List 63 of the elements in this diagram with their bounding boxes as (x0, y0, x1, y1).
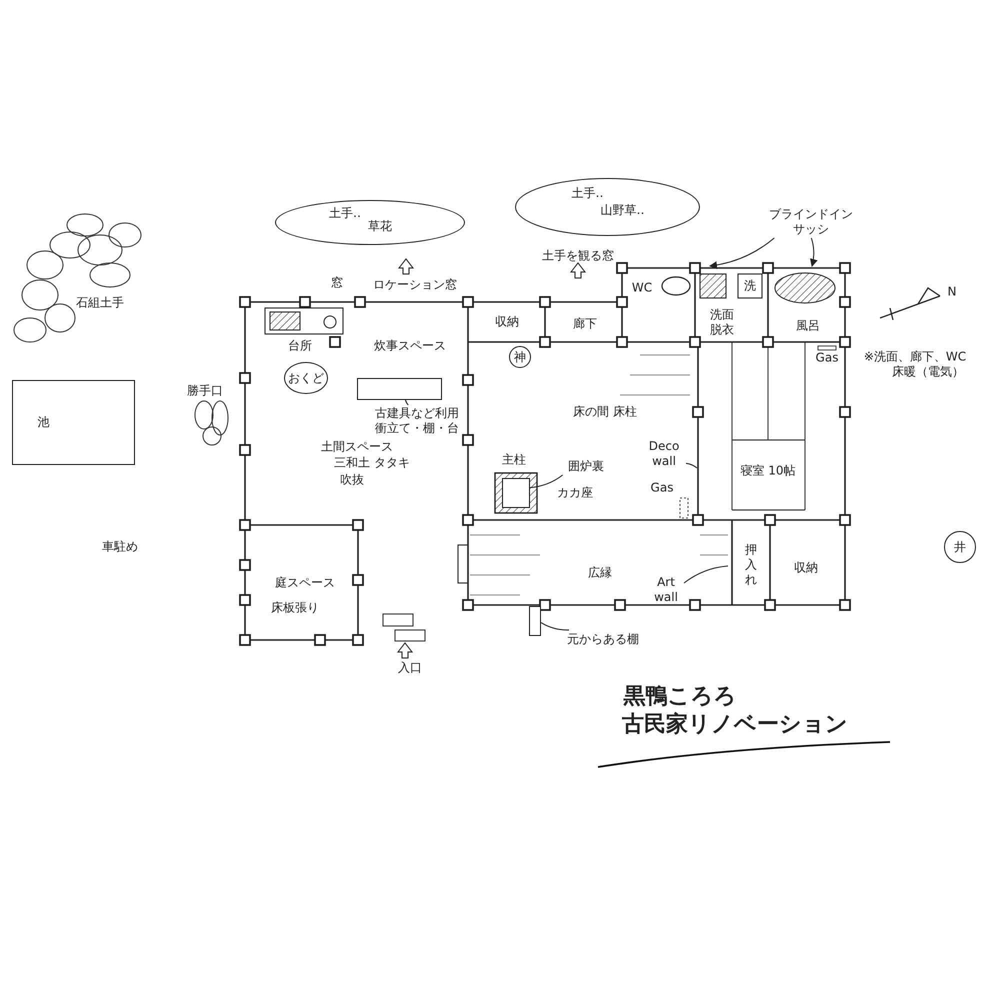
title-text: 黒鴨ころろ (624, 684, 736, 710)
room-label: 収納 (794, 560, 818, 576)
room-label: 土間スペース (321, 440, 393, 454)
title-text: 古民家リノベーション (622, 712, 848, 738)
gas-label: Gas (650, 480, 674, 496)
entrance-label: 勝手口 (187, 384, 223, 398)
label-text: 土手‥ (571, 186, 604, 201)
stove-oval (284, 362, 328, 394)
leader-line (810, 238, 818, 267)
hearth-square (502, 478, 530, 508)
leader-line (530, 474, 564, 488)
window-label: 窓 (331, 276, 343, 290)
circle-mark (944, 531, 976, 563)
stone-wall-label: 石組土手 (76, 296, 124, 310)
room-label: 風呂 (796, 318, 820, 334)
window-label: ロケーション窓 (373, 278, 457, 292)
label-text: 井 (954, 540, 966, 554)
leader-line (405, 400, 409, 406)
room-label: 洗面 (710, 308, 734, 322)
gas-label: Gas (816, 350, 838, 366)
note-text: 古建具など利用 衝立て・棚・台 (362, 405, 472, 437)
room-label: WC (632, 280, 652, 296)
room-label: 広縁 (588, 566, 612, 580)
leader-line (686, 462, 698, 468)
label-text: 池 (38, 415, 50, 430)
room-label: 庭スペース (275, 576, 335, 590)
shelf-outline (529, 606, 541, 636)
label-text: おくど (288, 370, 324, 386)
label-text: 山野草‥ (600, 203, 644, 218)
note-text: Art wall (648, 574, 684, 606)
room-label: 寝室 10帖 (740, 464, 796, 478)
leader-line (709, 238, 775, 269)
north-label: N (948, 284, 956, 300)
leader-line (684, 566, 728, 584)
note-text: ブラインドイン サッシ (768, 206, 854, 238)
note-text: ※洗面、廊下、WC (864, 350, 966, 364)
leader-line (540, 622, 570, 631)
label-text: 神 (514, 350, 526, 364)
circle-mark (509, 346, 531, 368)
room-label: 炊事スペース (374, 338, 446, 354)
label-text: 土手‥ (328, 206, 361, 220)
note-text: Deco wall (642, 438, 686, 470)
note-text: 床暖（電気） (892, 364, 964, 380)
closet-label: 押入れ (744, 542, 758, 588)
pillar-label: 主柱 (502, 452, 526, 468)
label-text: 草花 (368, 218, 392, 234)
window-label: 土手を観る窓 (542, 248, 614, 264)
room-label: 廊下 (573, 316, 597, 332)
room-label: 床の間 床柱 (573, 404, 637, 420)
room-label: 脱衣 (710, 322, 734, 338)
seat-label: カカ座 (557, 486, 593, 500)
entrance-label: 入口 (398, 660, 422, 676)
note-text: 囲炉裏 (560, 457, 612, 475)
ceiling-label: 吹抜 (340, 472, 364, 488)
floor-label: 三和土 タタキ (334, 456, 410, 470)
pond-box (12, 380, 135, 465)
fixture-label: 洗 (744, 278, 756, 294)
floor-label: 床板張り (271, 600, 319, 616)
room-label: 台所 (288, 338, 312, 354)
furniture-outline (357, 378, 442, 400)
note-text: 元からある棚 (553, 630, 653, 648)
room-label: 収納 (495, 314, 519, 330)
parking-label: 車駐め (102, 540, 138, 554)
